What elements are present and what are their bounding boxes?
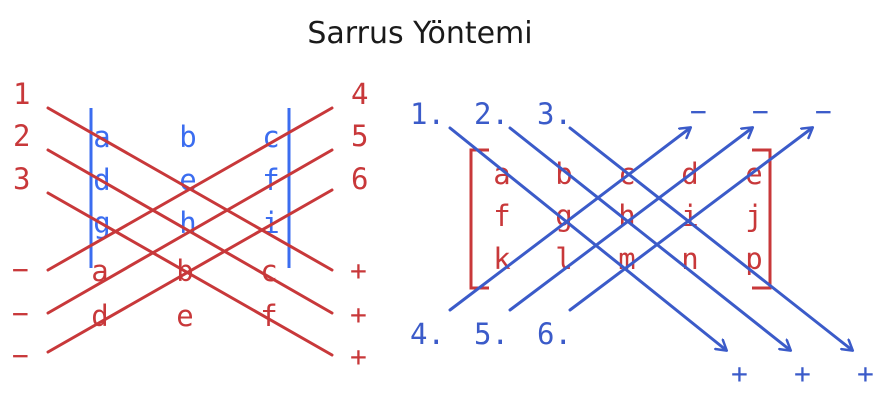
negative-diagonal-2 [46, 148, 334, 315]
matrix-entry-a: a [93, 120, 110, 154]
left-row-label-2: 2 [13, 119, 30, 153]
negative-arrow-3 [568, 128, 812, 312]
positive-arrow-1 [448, 126, 726, 350]
matrix-entry-c: c [262, 120, 279, 154]
right-plus-sign-2: + [794, 357, 811, 390]
negative-arrow-2 [508, 128, 752, 312]
left-diagram: 1 2 3 4 5 6 a b c d e f g h i a b c d e … [12, 77, 368, 373]
extended-entry-j: j [745, 199, 762, 233]
bottom-label-6: 6. [537, 317, 572, 351]
extended-entry-p: p [745, 242, 762, 276]
bottom-label-4: 4. [410, 317, 445, 351]
negative-arrow-1 [448, 128, 690, 312]
positive-arrow-2 [508, 126, 790, 350]
repeated-entry-f: f [260, 299, 277, 333]
right-plus-sign-3: + [857, 357, 874, 390]
minus-sign-1: − [12, 253, 29, 286]
extended-entry-f: f [493, 199, 510, 233]
left-row-label-1: 1 [13, 77, 30, 111]
matrix-entry-b: b [179, 120, 196, 154]
left-row-label-3: 3 [13, 162, 30, 196]
page-title: Sarrus Yöntemi [307, 16, 532, 51]
top-label-3: 3. [537, 97, 572, 131]
minus-sign-3: − [12, 339, 29, 372]
matrix-bracket-left [469, 148, 489, 290]
right-minus-sign-3: − [815, 95, 832, 128]
extended-entry-e: e [745, 157, 762, 191]
right-row-label-6: 6 [351, 162, 368, 196]
positive-diagonal-3 [46, 191, 334, 357]
repeated-entry-e: e [176, 299, 193, 333]
right-row-label-5: 5 [351, 119, 368, 153]
repeated-entry-d: d [91, 299, 108, 333]
right-diagram: 1. 2. 3. − − − a b c d e f g h i j k l m… [410, 95, 874, 390]
right-minus-sign-1: − [690, 95, 707, 128]
right-plus-sign-1: + [731, 357, 748, 390]
minus-sign-2: − [12, 297, 29, 330]
positive-arrow-3 [568, 126, 852, 350]
negative-diagonal-3 [46, 188, 334, 354]
negative-diagonal-1 [46, 106, 334, 272]
matrix-bracket-right [752, 148, 772, 290]
right-row-label-4: 4 [351, 77, 368, 111]
plus-sign-3: + [350, 340, 367, 373]
right-minus-sign-2: − [752, 95, 769, 128]
plus-sign-2: + [350, 298, 367, 331]
repeated-entry-c: c [260, 254, 277, 288]
bottom-label-5: 5. [474, 317, 509, 351]
plus-sign-1: + [350, 254, 367, 287]
top-label-2: 2. [474, 97, 509, 131]
top-label-1: 1. [410, 97, 445, 131]
